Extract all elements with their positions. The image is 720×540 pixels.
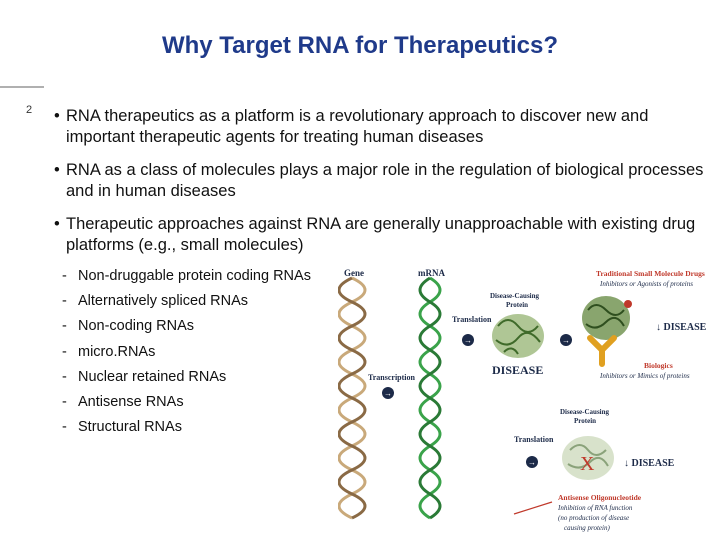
disease-protein-label-2: Protein [506,301,528,309]
bullet-item: •RNA therapeutics as a platform is a rev… [54,107,649,146]
sub-bullet-item: -micro.RNAs [62,343,156,360]
sub-bullet-text: Non-druggable protein coding RNAs [78,268,311,284]
gene-label: Gene [344,268,364,278]
traditional-drugs-subtitle: Inhibitors or Agonists of proteins [599,280,693,288]
antisense-line-2: Inhibition of RNA function [557,504,633,512]
sub-bullet-list: -Non-druggable protein coding RNAs -Alte… [62,264,352,440]
disease-label: DISEASE [492,363,543,377]
left-divider [0,86,44,88]
sub-bullet-text: Non-coding RNAs [78,318,195,335]
x-mark: X [580,453,595,475]
antisense-label: Antisense Oligonucleotide [558,493,642,502]
dna-helix [338,276,367,520]
page-number: 2 [26,104,33,116]
translation-arrow2-icon [526,456,538,468]
transcription-label: Transcription [368,373,416,382]
bullet-text: RNA as a class of molecules plays a majo… [66,161,704,200]
slide-title: Why Target RNA for Therapeutics? [161,32,559,59]
bullet-text: Therapeutic approaches against RNA are g… [66,215,696,254]
transcription-arrow-icon [382,387,394,399]
svg-text:→: → [562,336,570,345]
inhibited-protein-icon [562,436,614,480]
svg-text:→: → [464,336,472,345]
traditional-drugs-label: Traditional Small Molecule Drugs [596,269,705,278]
arrow-glyph: → [384,389,392,398]
antisense-line-4: causing protein) [564,524,610,532]
biologics-subtitle: Inhibitors or Mimics of proteins [599,372,690,380]
translation-label-2: Translation [514,435,554,444]
biologics-label: Biologics [644,361,673,370]
translation-arrow-icon [462,334,474,346]
sub-bullet-item: -Non-coding RNAs [62,318,195,335]
bullet-item: •RNA as a class of molecules plays a maj… [54,161,704,200]
sub-bullet-item: -Non-druggable protein coding RNAs [62,268,311,284]
sub-bullet-item: -Antisense RNAs [62,394,184,411]
sub-bullet-text: Antisense RNAs [78,394,184,411]
small-molecule-structure-icon [582,296,632,340]
bullet-list: •RNA therapeutics as a platform is a rev… [54,106,714,268]
antibody-icon [587,335,617,367]
protein-structure-icon [492,314,544,358]
disease-protein2-label-2: Protein [574,417,596,425]
translation-label-1: Translation [452,315,492,324]
down-disease-label-1: ↓ DISEASE [656,322,707,333]
sub-bullet-text: Alternatively spliced RNAs [78,293,249,310]
disease-protein-label-1: Disease-Causing [490,292,540,300]
sub-bullet-item: -Structural RNAs [62,419,182,436]
arrow-icon [560,334,572,346]
down-disease-label-2: ↓ DISEASE [624,458,675,469]
sub-bullet-text: Nuclear retained RNAs [78,368,227,385]
antisense-line-3: (no production of disease [558,514,629,522]
rna-therapeutics-diagram: Gene mRNA Transcription → Translation → … [338,268,707,532]
sub-bullet-text: micro.RNAs [78,343,156,360]
sub-bullet-item: -Nuclear retained RNAs [62,368,227,385]
svg-text:→: → [528,458,536,467]
sub-bullet-text: Structural RNAs [78,419,182,436]
bullet-text: RNA therapeutics as a platform is a revo… [66,107,649,146]
antisense-pointer [513,501,553,515]
mrna-helix [418,276,442,520]
sub-bullet-item: -Alternatively spliced RNAs [62,293,249,310]
bullet-item: •Therapeutic approaches against RNA are … [54,215,696,254]
mrna-label: mRNA [418,268,445,278]
disease-protein2-label-1: Disease-Causing [560,408,610,416]
